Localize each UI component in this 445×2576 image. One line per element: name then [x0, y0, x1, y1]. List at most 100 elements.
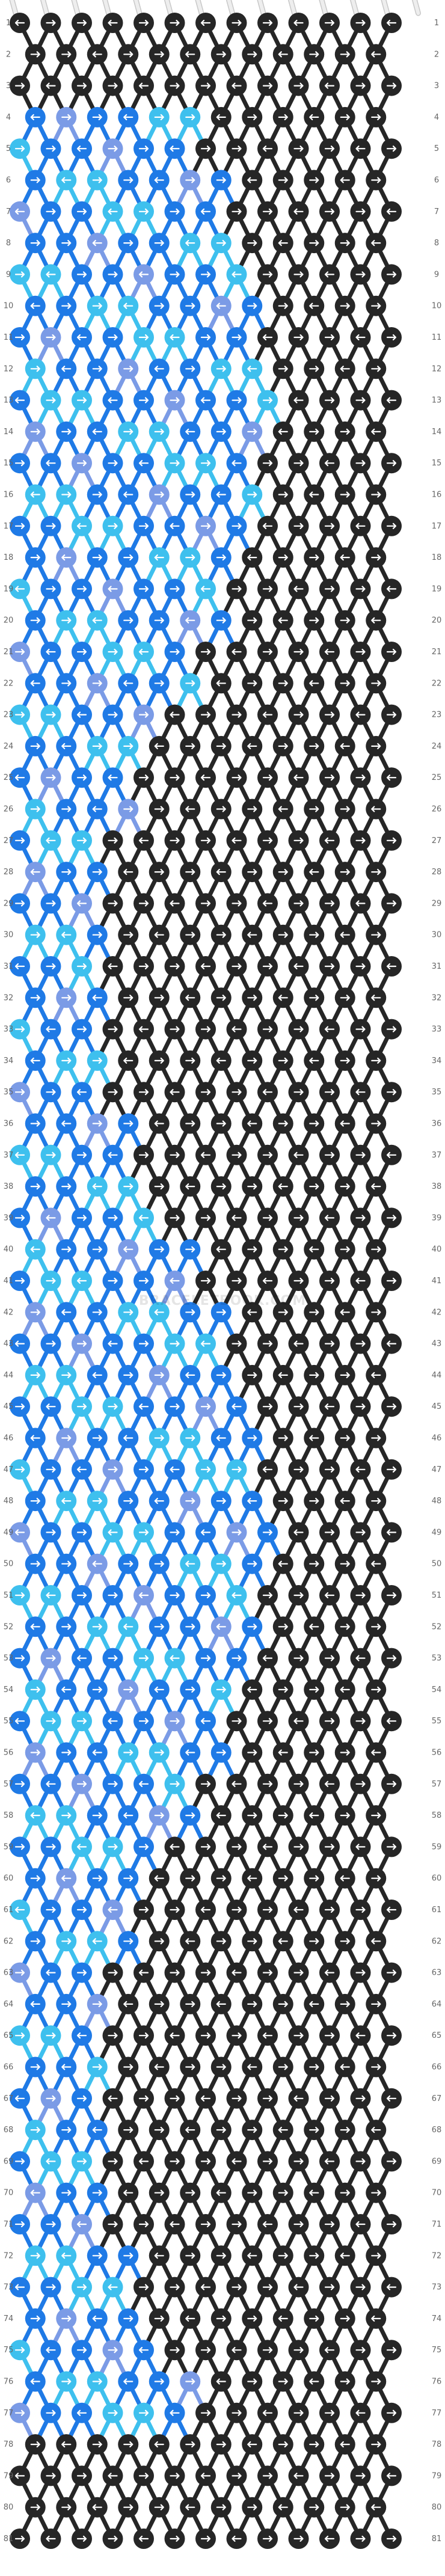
- knot: [195, 1900, 216, 1920]
- arrow-right-icon: [216, 806, 226, 812]
- arrow-right-icon: [262, 1152, 273, 1158]
- arrow-left-icon: [247, 554, 257, 561]
- arrow-right-icon: [386, 523, 397, 529]
- knot: [72, 1459, 92, 1480]
- knot: [242, 295, 263, 316]
- knot: [272, 421, 293, 442]
- arrow-left-icon: [293, 397, 304, 403]
- arrow-right-icon: [293, 1403, 304, 1410]
- arrow-right-icon: [108, 1026, 118, 1032]
- knot: [272, 1553, 293, 1574]
- arrow-right-icon: [30, 931, 40, 938]
- knot: [381, 2402, 402, 2423]
- knot: [257, 578, 278, 600]
- knot: [272, 2120, 293, 2141]
- knot: [10, 767, 30, 788]
- knot: [56, 2182, 77, 2203]
- knot: [10, 138, 30, 159]
- arrow-right-icon: [216, 1309, 226, 1316]
- arrow-left-icon: [92, 995, 102, 1001]
- knot: [180, 2245, 201, 2266]
- row-number-left: 8: [6, 239, 11, 248]
- knot: [180, 1868, 201, 1889]
- arrow-right-icon: [340, 680, 350, 687]
- knot: [319, 1333, 340, 1354]
- knot: [149, 1364, 170, 1385]
- knot: [180, 1491, 201, 1512]
- knot: [164, 264, 185, 285]
- knot: [381, 327, 402, 348]
- knot: [257, 264, 278, 285]
- arrow-right-icon: [185, 491, 195, 498]
- knot: [350, 2214, 371, 2234]
- arrow-right-icon: [262, 82, 273, 89]
- arrow-left-icon: [262, 1089, 273, 1096]
- arrow-right-icon: [247, 1246, 257, 1253]
- arrow-right-icon: [154, 680, 164, 687]
- row-number-left: 3: [6, 82, 11, 91]
- arrow-right-icon: [108, 837, 118, 844]
- arrow-right-icon: [185, 1057, 195, 1064]
- knot: [134, 2151, 154, 2172]
- knot: [272, 1868, 293, 1889]
- knot: [56, 673, 77, 694]
- arrow-right-icon: [76, 586, 87, 592]
- arrow-right-icon: [14, 711, 25, 718]
- knot: [319, 13, 340, 33]
- arrow-right-icon: [293, 271, 304, 278]
- arrow-left-icon: [138, 460, 149, 467]
- knot: [304, 2182, 325, 2203]
- knot: [288, 2151, 309, 2172]
- knot: [72, 1333, 92, 1354]
- knot: [118, 44, 139, 65]
- arrow-left-icon: [14, 586, 25, 592]
- arrow-right-icon: [309, 1309, 319, 1316]
- knot: [72, 264, 92, 285]
- knot: [226, 893, 247, 914]
- arrow-right-icon: [154, 1057, 164, 1064]
- arrow-left-icon: [46, 648, 56, 655]
- knot: [288, 13, 309, 33]
- arrow-right-icon: [293, 146, 304, 152]
- knot: [319, 956, 340, 977]
- knot: [164, 1207, 185, 1228]
- knot: [118, 106, 139, 127]
- knot: [134, 1019, 154, 1040]
- knot: [226, 1207, 247, 1228]
- knot: [72, 2277, 92, 2298]
- arrow-left-icon: [170, 146, 180, 152]
- arrow-left-icon: [14, 208, 25, 215]
- knot: [304, 1805, 325, 1826]
- knot: [102, 1585, 123, 1605]
- arrow-right-icon: [247, 114, 257, 120]
- knot: [304, 233, 325, 254]
- arrow-right-icon: [293, 837, 304, 844]
- arrow-right-icon: [76, 397, 87, 403]
- arrow-right-icon: [355, 1026, 366, 1032]
- knot: [226, 75, 247, 96]
- knot: [10, 1396, 30, 1417]
- arrow-right-icon: [262, 397, 273, 403]
- knot: [334, 547, 355, 568]
- arrow-right-icon: [154, 1246, 164, 1253]
- knot: [381, 1019, 402, 1040]
- knot: [72, 1207, 92, 1228]
- knot: [304, 2371, 325, 2392]
- knot: [25, 547, 46, 568]
- arrow-right-icon: [61, 995, 72, 1001]
- knot: [288, 1459, 309, 1480]
- knot: [149, 2434, 170, 2455]
- knot: [242, 1239, 263, 1260]
- arrow-right-icon: [154, 51, 164, 58]
- knot: [366, 1553, 387, 1574]
- knot: [288, 578, 309, 600]
- knot: [56, 862, 77, 883]
- knot: [334, 106, 355, 127]
- knot: [40, 2340, 61, 2361]
- knot: [304, 1239, 325, 1260]
- knot: [242, 2497, 263, 2518]
- arrow-right-icon: [262, 774, 273, 781]
- arrow-right-icon: [108, 1466, 118, 1473]
- arrow-right-icon: [108, 1277, 118, 1284]
- knot: [102, 2151, 123, 2172]
